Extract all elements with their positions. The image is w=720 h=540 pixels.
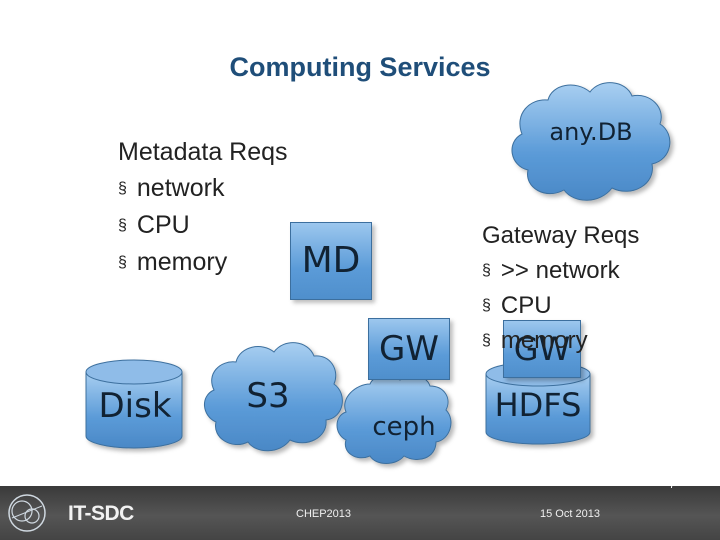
list-item: §CPU — [482, 292, 552, 319]
disk-label: Disk — [98, 386, 172, 426]
gw-box-top: GW — [368, 318, 450, 380]
ceph-label: ceph — [372, 412, 436, 442]
footer-date: 15 Oct 2013 — [540, 508, 600, 520]
metadata-reqs-heading: Metadata Reqs — [118, 138, 288, 166]
bullet-icon: § — [482, 332, 491, 349]
slide-footer: IT-SDC CHEP2013 15 Oct 2013 — [0, 486, 720, 540]
footer-brand: IT-SDC — [68, 502, 134, 525]
gateway-reqs-list: Gateway Reqs §>> network §CPU §memory — [482, 218, 639, 358]
s3-cloud-shape — [204, 342, 343, 452]
footer-conference: CHEP2013 — [296, 508, 352, 520]
list-item: §memory — [118, 248, 228, 276]
gateway-reqs-heading: Gateway Reqs — [482, 222, 640, 249]
bullet-icon: § — [118, 180, 127, 197]
page-number: 7 — [669, 479, 676, 491]
anydb-cloud-shape — [511, 82, 671, 201]
bullet-icon: § — [482, 262, 491, 279]
list-item: §network — [118, 174, 225, 202]
md-box: MD — [290, 222, 372, 300]
list-item: §>> network — [482, 257, 620, 284]
gw-box-right: GW — [503, 320, 581, 378]
disk-cylinder-shape — [85, 359, 183, 449]
metadata-reqs-list: Metadata Reqs §network §CPU §memory — [118, 134, 288, 281]
cern-logo-icon — [8, 494, 46, 532]
bullet-icon: § — [118, 217, 127, 234]
list-item: §memory — [482, 327, 588, 354]
list-item: §CPU — [118, 211, 190, 239]
slide-title: Computing Services — [229, 52, 491, 82]
s3-label: S3 — [246, 376, 290, 416]
bullet-icon: § — [118, 254, 127, 271]
hdfs-label: HDFS — [494, 386, 582, 424]
bullet-icon: § — [482, 297, 491, 314]
anydb-label: any.DB — [549, 118, 633, 146]
